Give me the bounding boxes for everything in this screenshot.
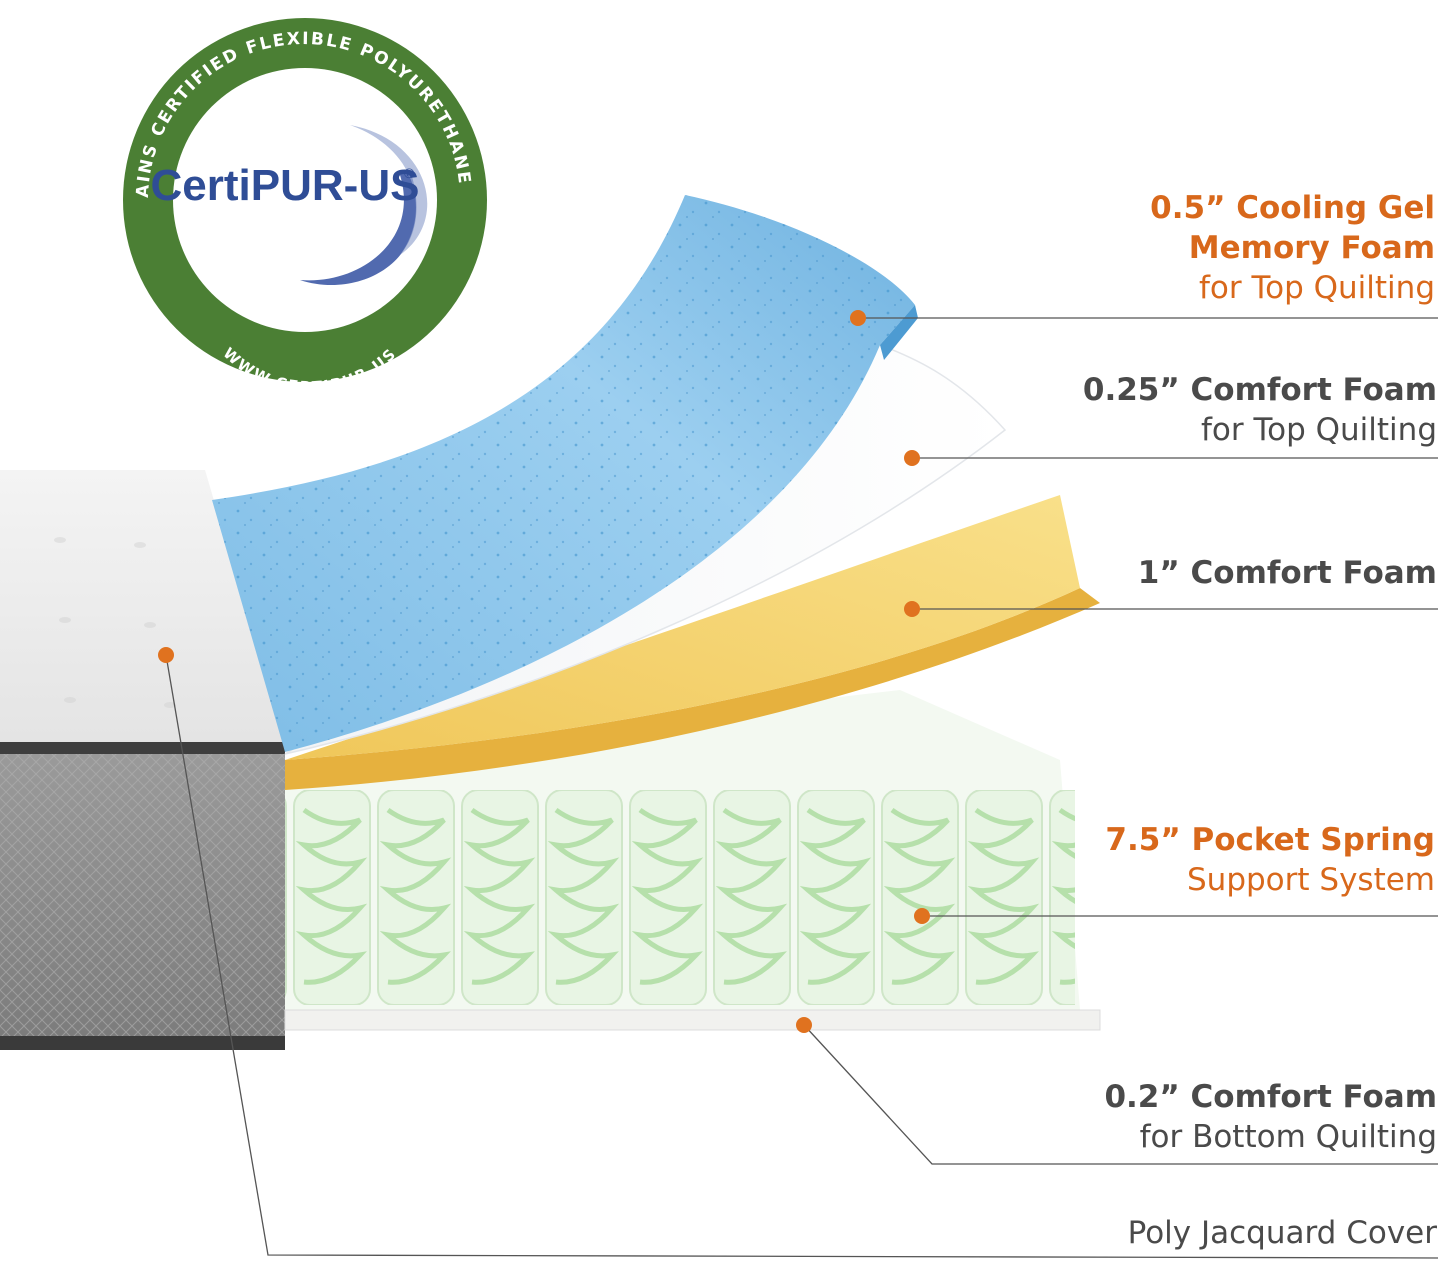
- badge-logo-text: CertiPUR-US: [151, 161, 420, 210]
- label-line: for Top Quilting: [1200, 412, 1437, 448]
- callout-dot-comfort-025: [904, 450, 920, 466]
- label-line: 7.5” Pocket Spring: [1105, 822, 1435, 858]
- label-line: 1” Comfort Foam: [1137, 555, 1437, 591]
- badge-swoosh-icon: [300, 170, 417, 286]
- label-line: Support System: [1187, 862, 1435, 898]
- callout-dot-gel: [850, 310, 866, 326]
- label-line: 0.2” Comfort Foam: [1104, 1079, 1437, 1115]
- label-line: Poly Jacquard Cover: [1127, 1215, 1437, 1251]
- pocket-spring-block: [284, 690, 1101, 1031]
- label-pocket-spring: 7.5” Pocket Spring Support System: [1105, 820, 1435, 900]
- label-poly-jacquard-cover: Poly Jacquard Cover: [1128, 1213, 1437, 1253]
- label-line: 0.5” Cooling Gel: [1150, 190, 1435, 226]
- label-comfort-foam-025: 0.25” Comfort Foam for Top Quilting: [1083, 370, 1437, 450]
- callout-dot-comfort-1: [904, 601, 920, 617]
- leader-lines: [165, 317, 1439, 1259]
- callout-dot-spring: [914, 908, 930, 924]
- label-line: 0.25” Comfort Foam: [1082, 372, 1437, 408]
- callout-dot-cover: [158, 647, 174, 663]
- label-line: for Top Quilting: [1198, 270, 1435, 306]
- badge-registered-mark: ®: [404, 165, 415, 181]
- certipur-us-badge: CONTAINS CERTIFIED FLEXIBLE POLYURETHANE…: [0, 0, 493, 396]
- mattress-cover-block: [0, 470, 285, 1050]
- label-comfort-foam-1: 1” Comfort Foam: [1138, 553, 1437, 593]
- label-cooling-gel-memory-foam: 0.5” Cooling Gel Memory Foam for Top Qui…: [1150, 188, 1435, 308]
- label-comfort-foam-02: 0.2” Comfort Foam for Bottom Quilting: [1104, 1077, 1437, 1157]
- label-line: for Bottom Quilting: [1139, 1119, 1437, 1155]
- label-line: Memory Foam: [1188, 230, 1435, 266]
- callout-dot-comfort-02: [796, 1017, 812, 1033]
- comfort-foam-1in-layer: [285, 588, 1100, 790]
